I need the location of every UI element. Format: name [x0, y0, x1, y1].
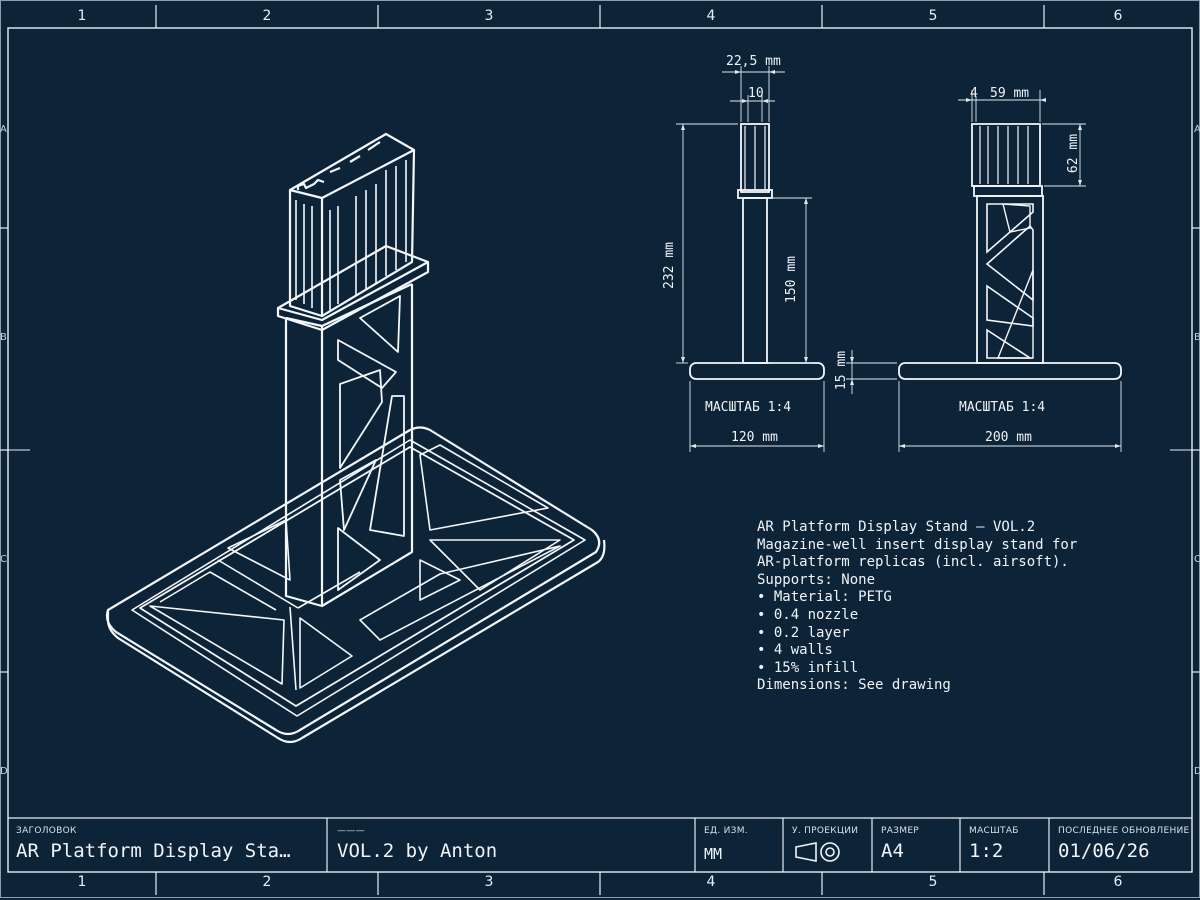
updated-label: ПОСЛЕДНЕЕ ОБНОВЛЕНИЕ [1058, 826, 1190, 836]
size-value: A4 [881, 840, 904, 862]
note-line: • 15% infill [757, 659, 859, 676]
zone-label-bottom: 6 [1113, 874, 1123, 890]
dim-top-inner: 10 [748, 86, 764, 101]
zone-label-right: A [1194, 124, 1200, 135]
first-angle-projection-icon [795, 842, 840, 862]
dim-base-height: 15 mm [834, 350, 850, 391]
note-line: AR Platform Display Stand — VOL.2 [757, 519, 1036, 535]
note-line: • 4 walls [757, 642, 833, 659]
dim-height-total: 232 mm [661, 242, 677, 289]
note-line: • Material: PETG [757, 589, 892, 606]
zone-label-bottom: 3 [484, 874, 494, 890]
projection-label: У. ПРОЕКЦИИ [792, 826, 859, 836]
dim-side-base-width: 200 mm [985, 430, 1032, 445]
zone-label-top: 6 [1113, 8, 1123, 24]
subtitle-value: VOL.2 by Anton [337, 840, 498, 862]
note-line: • 0.2 layer [757, 624, 850, 641]
zone-label-top: 1 [77, 8, 87, 24]
dim-base-width: 120 mm [731, 430, 778, 445]
zone-label-left: A [0, 124, 7, 135]
subtitle-label: ——— [337, 826, 365, 836]
units-value: MM [704, 845, 723, 863]
front-view-scale: МАСШТАБ 1:4 [705, 400, 792, 415]
units-label: ЕД. ИЗМ. [704, 826, 748, 836]
dim-head-height: 62 mm [1066, 133, 1082, 174]
note-line: • 0.4 nozzle [757, 606, 859, 623]
zone-label-left: D [0, 766, 8, 777]
dim-top-total: 22,5 mm [726, 54, 781, 69]
side-view [898, 123, 1122, 380]
isometric-view [105, 132, 606, 744]
inner-frame [7, 27, 1193, 873]
note-line: Supports: None [757, 571, 876, 588]
dim-top-width: 59 mm [990, 86, 1030, 101]
scale-value: 1:2 [969, 840, 1004, 862]
title-label: ЗАГОЛОВОК [16, 826, 77, 836]
zone-label-left: B [0, 332, 7, 343]
updated-value: 01/06/26 [1058, 840, 1150, 862]
note-line: Magazine-well insert display stand for [757, 536, 1078, 553]
dim-height-column: 150 mm [783, 256, 799, 303]
zone-label-bottom: 5 [928, 874, 938, 890]
zone-label-right: D [1194, 766, 1200, 777]
zone-label-right: B [1194, 332, 1200, 343]
zone-label-bottom: 2 [262, 874, 272, 890]
dim-top-small: 4 [970, 86, 978, 101]
zone-label-top: 5 [928, 8, 938, 24]
side-view-scale: МАСШТАБ 1:4 [959, 400, 1046, 415]
zone-label-top: 3 [484, 8, 494, 24]
size-label: РАЗМЕР [881, 826, 920, 836]
zone-label-bottom: 4 [706, 874, 716, 890]
scale-label: МАСШТАБ [969, 826, 1019, 836]
note-line: Dimensions: See drawing [757, 677, 951, 694]
zone-label-top: 4 [706, 8, 716, 24]
front-view [689, 123, 825, 380]
drawing-notes: AR Platform Display Stand — VOL.2 Magazi… [757, 519, 1077, 695]
note-line: AR-platform replicas (incl. airsoft). [757, 554, 1069, 571]
side-view-dimensions [846, 90, 1122, 452]
zone-label-right: C [1194, 554, 1200, 565]
zone-label-bottom: 1 [77, 874, 87, 890]
zone-label-left: C [0, 554, 7, 565]
title-value: AR Platform Display Sta… [16, 840, 291, 862]
zone-label-top: 2 [262, 8, 272, 24]
